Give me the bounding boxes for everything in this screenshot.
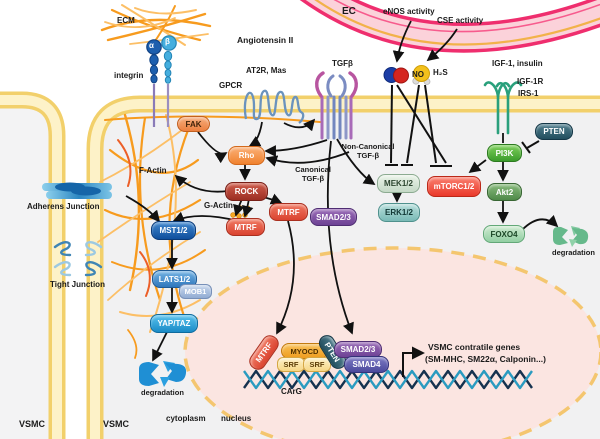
tgfb-label: TGFβ	[332, 59, 353, 68]
mob1-node: MOB1	[179, 284, 212, 299]
ec-label: EC	[342, 6, 356, 17]
erk-node: ERK1/2	[378, 203, 420, 222]
no-molecule	[383, 67, 409, 84]
integrin-beta-label: β	[165, 37, 170, 46]
rock-node: ROCK	[225, 182, 268, 201]
integrin-alpha-label: α	[149, 41, 154, 50]
enos-label: eNOS activity	[383, 7, 435, 16]
pi3k-node: PI3K	[487, 144, 522, 162]
vsmc-membranes	[0, 91, 600, 439]
gpcr-label: GPCR	[219, 81, 243, 90]
degradation-blue-label: degradation	[141, 388, 184, 397]
smad23-cytoplasm-node: SMAD2/3	[310, 208, 357, 226]
fak-node: FAK	[177, 116, 210, 132]
tight-junction-shape	[53, 240, 103, 277]
irs1-label: IRS-1	[518, 89, 539, 98]
mtorc-node: mTORC1/2	[427, 176, 481, 197]
genes-title-label: VSMC contratile genes	[428, 342, 521, 352]
rho-node: Rho	[228, 146, 265, 165]
pten-node: PTEN	[535, 123, 573, 140]
mtrf-cytoplasm-node: MTRF	[269, 203, 308, 221]
nucleus-label: nucleus	[221, 414, 252, 423]
cytoplasm-label: cytoplasm	[166, 414, 206, 423]
no-label: NO	[412, 70, 424, 79]
adherens-junction-label: Adherens Junction	[27, 202, 100, 211]
g-actin-label: G-Actin	[204, 201, 233, 210]
ec-membrane	[299, 0, 600, 53]
akt2-node: Akt2	[487, 183, 522, 201]
vsmc-right-label: VSMC	[103, 419, 130, 429]
degradation-icon-blue	[139, 361, 187, 387]
vsmc-left-label: VSMC	[19, 419, 46, 429]
mst-node: MST1/2	[151, 221, 196, 240]
at2r-mas-label: AT2R, Mas	[246, 66, 287, 75]
integrin-label: integrin	[114, 71, 144, 80]
degradation-green-label: degradation	[552, 248, 595, 257]
degradation-icon-green	[553, 226, 589, 247]
h2s-label: H₂S	[433, 68, 448, 77]
h2s-molecule	[412, 65, 431, 85]
canonical-label: Canonical TGF-β	[295, 165, 331, 183]
lats-node: LATS1/2	[152, 270, 197, 288]
yaptaz-node: YAP/TAZ	[150, 314, 198, 333]
igf1r-shape	[483, 81, 523, 135]
mtrf-gactin-node: MTRF	[226, 218, 265, 236]
cse-label: CSE activity	[437, 16, 484, 25]
gpcr-shape	[243, 89, 305, 124]
nucleus-shape	[183, 246, 600, 439]
ecm-label: ECM	[117, 16, 135, 25]
carg-label: CArG	[281, 387, 302, 396]
igf-label: IGF-1, insulin	[492, 59, 543, 68]
noncanonical-label: Non-Canonical TGF-β	[341, 142, 395, 160]
adherens-junction-shape	[42, 182, 112, 199]
foxo4-node: FOXO4	[483, 225, 525, 243]
integrin-shape	[146, 35, 177, 127]
angiotensin-label: Angiotensin II	[237, 35, 294, 45]
inhibition-lines	[385, 84, 540, 167]
srf-node-1: SRF	[277, 357, 305, 372]
tight-junction-label: Tight Junction	[50, 280, 105, 289]
tgfb-receptor-shape	[315, 71, 358, 140]
genes-list-label: (SM-MHC, SM22α, Calponin...)	[425, 354, 546, 364]
igf1r-label: IGF-1R	[517, 77, 544, 86]
f-actin-label: F-Actin	[139, 166, 167, 175]
smad4-node: SMAD4	[344, 356, 389, 373]
mek-node: MEK1/2	[377, 174, 420, 193]
